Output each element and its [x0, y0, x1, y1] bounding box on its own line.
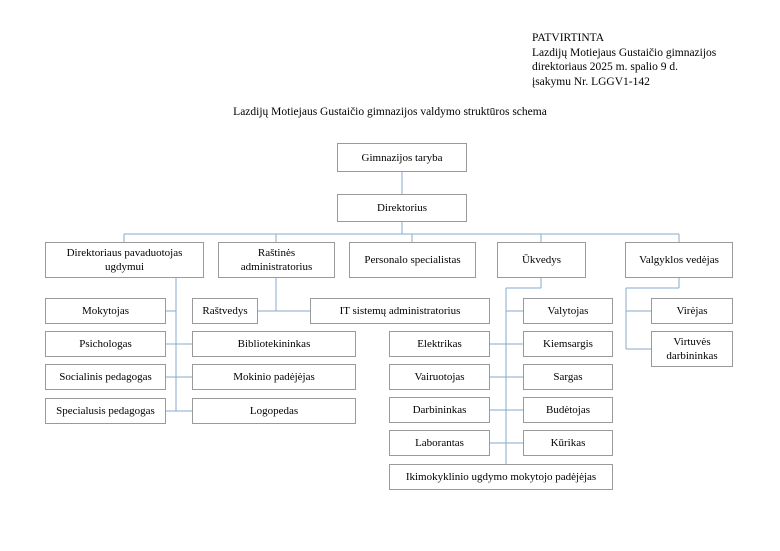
node-virejas[interactable]: Virėjas [651, 298, 733, 324]
approval-line-3: direktoriaus 2025 m. spalio 9 d. [532, 61, 678, 74]
approval-line-4: įsakymu Nr. LGGV1-142 [532, 75, 650, 88]
node-ikimokyklinio-ugdymo-mokytojo-padejejas[interactable]: Ikimokyklinio ugdymo mokytojo padėjėjas [389, 464, 613, 490]
node-label: Vairuotojas [414, 371, 465, 383]
node-valytojas[interactable]: Valytojas [523, 298, 613, 324]
node-label: Virtuvės darbininkas [666, 336, 718, 362]
node-socialinis-pedagogas[interactable]: Socialinis pedagogas [45, 364, 166, 390]
node-direktoriaus-pavaduotojas-ugdymui[interactable]: Direktoriaus pavaduotojas ugdymui [45, 242, 204, 278]
node-label: Psichologas [79, 338, 132, 350]
node-label: Valgyklos vedėjas [639, 254, 719, 266]
node-vairuotojas[interactable]: Vairuotojas [389, 364, 490, 390]
node-label: Valytojas [547, 305, 589, 317]
node-personalo-specialistas[interactable]: Personalo specialistas [349, 242, 476, 278]
node-valgyklos-vedejas[interactable]: Valgyklos vedėjas [625, 242, 733, 278]
node-label: Raštvedys [202, 305, 248, 317]
chart-title: Lazdijų Motiejaus Gustaičio gimnazijos v… [233, 106, 547, 118]
node-elektrikas[interactable]: Elektrikas [389, 331, 490, 357]
node-label: Gimnazijos taryba [361, 151, 443, 164]
node-sargas[interactable]: Sargas [523, 364, 613, 390]
node-label: Mokinio padėjėjas [233, 371, 315, 383]
node-rastines-administratorius[interactable]: Raštinės administratorius [218, 242, 335, 278]
node-label: Elektrikas [417, 338, 462, 350]
node-mokytojas[interactable]: Mokytojas [45, 298, 166, 324]
approval-line-1: PATVIRTINTA [532, 32, 605, 44]
node-mokinio-padejejas[interactable]: Mokinio padėjėjas [192, 364, 356, 390]
node-gimnazijos-taryba[interactable]: Gimnazijos taryba [337, 143, 467, 172]
node-label: Raštinės administratorius [240, 247, 313, 273]
node-specialusis-pedagogas[interactable]: Specialusis pedagogas [45, 398, 166, 424]
node-it-sistemu-administratorius[interactable]: IT sistemų administratorius [310, 298, 490, 324]
node-logopedas[interactable]: Logopedas [192, 398, 356, 424]
node-virtuves-darbininkas[interactable]: Virtuvės darbininkas [651, 331, 733, 367]
node-label: Direktoriaus pavaduotojas ugdymui [66, 247, 183, 273]
node-laborantas[interactable]: Laborantas [389, 430, 490, 456]
approval-line-2: Lazdijų Motiejaus Gustaičio gimnazijos [532, 46, 717, 59]
node-budetojas[interactable]: Budėtojas [523, 397, 613, 423]
node-label: Specialusis pedagogas [56, 405, 155, 417]
node-label: Logopedas [249, 405, 299, 417]
approval-block: PATVIRTINTA Lazdijų Motiejaus Gustaičio … [532, 31, 772, 89]
node-direktorius[interactable]: Direktorius [337, 194, 467, 222]
node-label: Laborantas [415, 437, 464, 449]
node-label: Kūrikas [550, 437, 586, 449]
node-label: Socialinis pedagogas [59, 371, 152, 383]
node-rastvedys[interactable]: Raštvedys [192, 298, 258, 324]
node-label: Kiemsargis [543, 338, 593, 350]
node-label: Personalo specialistas [364, 254, 461, 266]
node-ukvedys[interactable]: Ūkvedys [497, 242, 586, 278]
node-kurikas[interactable]: Kūrikas [523, 430, 613, 456]
node-label: Mokytojas [81, 305, 130, 317]
node-label: Budėtojas [546, 404, 590, 416]
node-kiemsargis[interactable]: Kiemsargis [523, 331, 613, 357]
node-label: Sargas [553, 371, 583, 383]
node-bibliotekininkas[interactable]: Bibliotekininkas [192, 331, 356, 357]
node-label: Direktorius [376, 202, 428, 214]
node-label: Virėjas [676, 305, 708, 317]
node-psichologas[interactable]: Psichologas [45, 331, 166, 357]
node-label: Darbininkas [412, 404, 467, 416]
node-darbininkas[interactable]: Darbininkas [389, 397, 490, 423]
node-label: IT sistemų administratorius [339, 305, 461, 317]
node-label: Ikimokyklinio ugdymo mokytojo padėjėjas [405, 471, 597, 483]
node-label: Bibliotekininkas [237, 338, 311, 350]
node-label: Ūkvedys [521, 254, 562, 266]
